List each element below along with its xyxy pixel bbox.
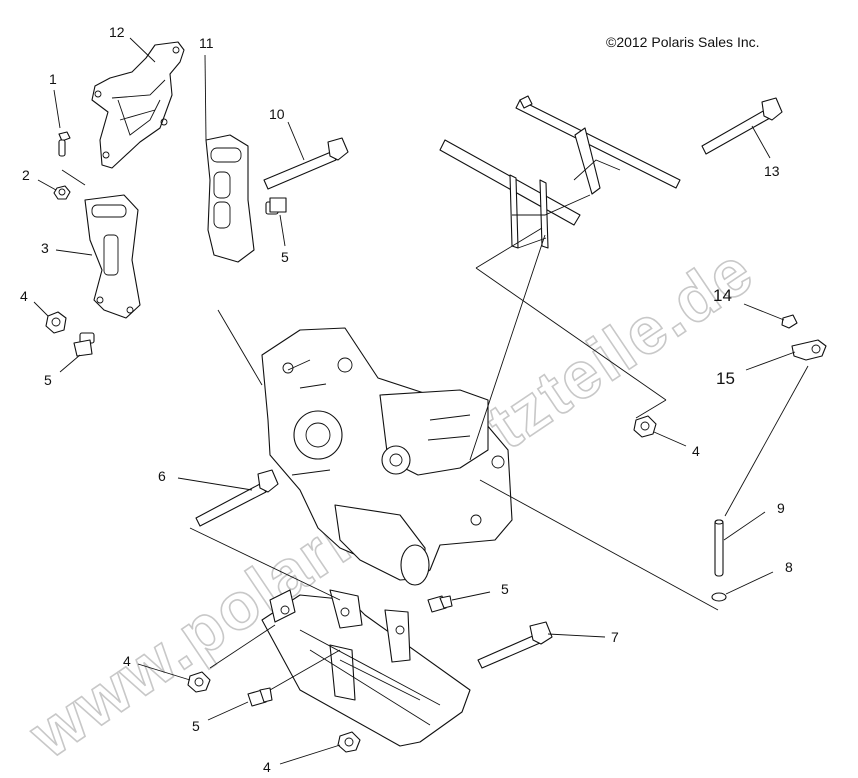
- callout-2: 2: [22, 167, 30, 183]
- callout-6: 6: [158, 468, 166, 484]
- callout-1: 1: [49, 71, 57, 87]
- callout-5: 5: [501, 581, 509, 597]
- callout-labels: 1 2 3 4 5 12 11 10 5 13 14 15 4 6 9 8 5 …: [20, 24, 793, 775]
- clamp-15: [791, 339, 827, 361]
- callout-4: 4: [692, 443, 700, 459]
- callout-5: 5: [192, 718, 200, 734]
- bracket-3: [84, 194, 141, 319]
- callout-3: 3: [41, 240, 49, 256]
- callout-7: 7: [611, 629, 619, 645]
- callout-10: 10: [269, 106, 285, 122]
- callout-13: 13: [764, 163, 780, 179]
- bolt-5a: [73, 332, 95, 357]
- copyright-text: ©2012 Polaris Sales Inc.: [606, 34, 760, 50]
- frame-lower: [261, 589, 471, 747]
- callout-4: 4: [263, 759, 271, 775]
- nut-2: [53, 185, 71, 200]
- callout-8: 8: [785, 559, 793, 575]
- callout-15: 15: [716, 369, 735, 388]
- callout-4: 4: [123, 653, 131, 669]
- bolt-5d: [247, 687, 273, 707]
- nut-4c: [187, 671, 211, 693]
- bolt-1: [58, 131, 71, 157]
- callout-11: 11: [199, 35, 214, 51]
- nut-14: [781, 314, 798, 329]
- pin-9: [714, 519, 724, 577]
- bolt-5c: [427, 595, 453, 613]
- clip-8: [711, 592, 727, 602]
- bolt-5b: [265, 197, 287, 215]
- bracket-12: [91, 41, 185, 169]
- callout-5: 5: [281, 249, 289, 265]
- engine: [261, 327, 513, 586]
- nut-4b: [633, 415, 657, 438]
- mount-11: [205, 134, 255, 263]
- bolt-10: [263, 137, 349, 190]
- leader-lines: [33, 37, 809, 765]
- callout-14: 14: [713, 286, 732, 305]
- callout-5: 5: [44, 372, 52, 388]
- bolt-13: [701, 97, 783, 155]
- frame-upper: [439, 95, 681, 249]
- bolt-7: [477, 621, 553, 669]
- callout-12: 12: [109, 24, 125, 40]
- bolt-6: [195, 469, 279, 527]
- nut-4d: [337, 731, 361, 753]
- nut-4a: [45, 311, 67, 334]
- callout-9: 9: [777, 500, 785, 516]
- callout-4: 4: [20, 288, 28, 304]
